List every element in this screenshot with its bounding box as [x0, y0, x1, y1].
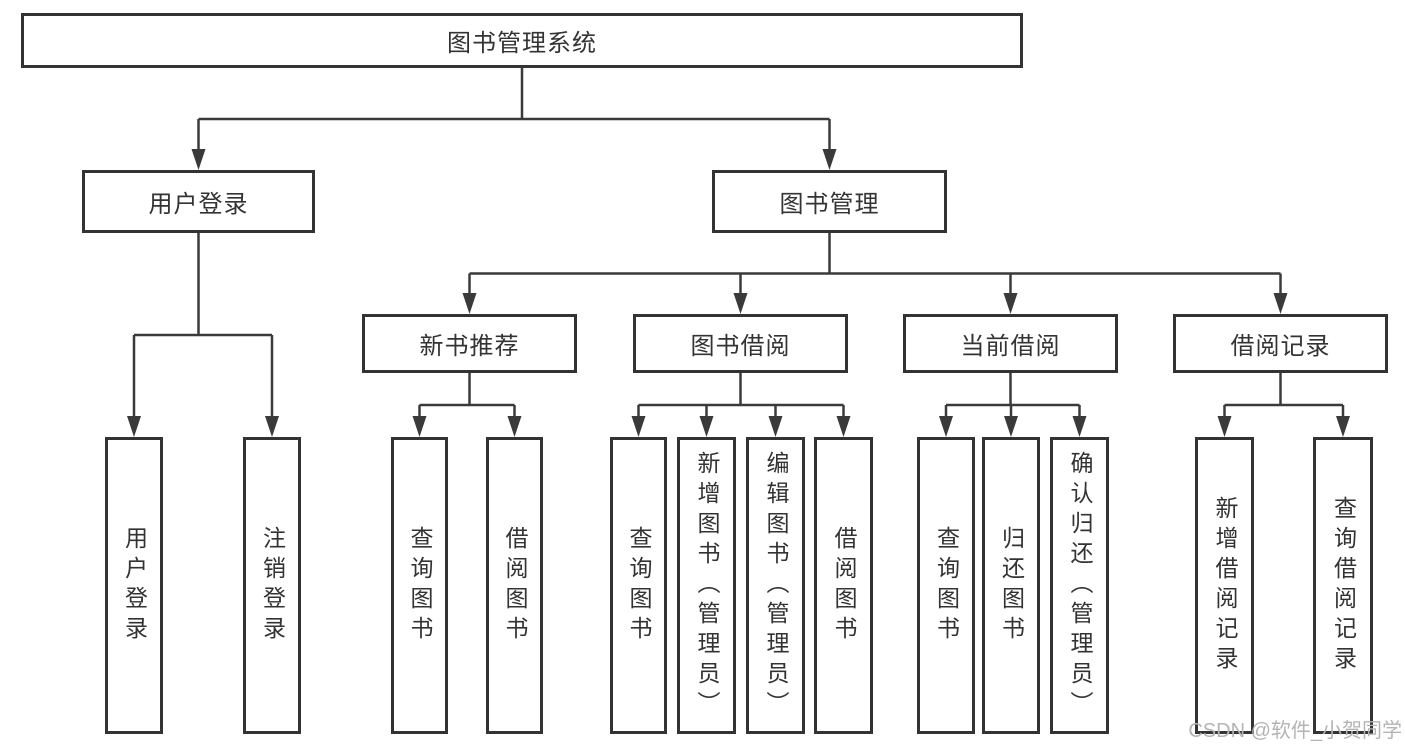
connector-current-borrow: [939, 373, 1087, 437]
arrowhead-icon: [412, 416, 427, 437]
node-label-leaf-cur-query: 查询图书: [933, 525, 960, 646]
node-label-borrow-records: 借阅记录: [1230, 333, 1331, 360]
arrowhead-icon: [768, 416, 783, 437]
arrowhead-icon: [1336, 416, 1350, 437]
arrowhead-icon: [1072, 416, 1087, 437]
diagram-node-book-borrow: 图书借阅: [633, 314, 848, 373]
arrowhead-icon: [1273, 293, 1288, 314]
node-label-leaf-rec-query: 查询图书: [407, 525, 433, 646]
diagram-node-leaf-logout: 注销登录: [243, 437, 301, 734]
connector-root: [191, 68, 837, 170]
connector-book-borrow: [631, 373, 851, 437]
diagram-node-leaf-rec-borrow: 借阅图书: [486, 437, 543, 734]
arrowhead-icon: [462, 293, 477, 314]
diagram-node-leaf-rec-query: 查询图书: [391, 437, 448, 734]
node-label-leaf-bor-add: 新增图书（管理员）: [694, 450, 720, 721]
node-label-leaf-rcd-add: 新增借阅记录: [1212, 495, 1238, 676]
node-label-user-login: 用户登录: [148, 191, 249, 218]
diagram-node-leaf-login: 用户登录: [105, 437, 163, 734]
connector-borrow-records: [1217, 373, 1350, 437]
node-label-leaf-bor-edit: 编辑图书（管理员）: [763, 450, 789, 721]
diagram-node-leaf-bor-query: 查询图书: [610, 437, 667, 734]
arrowhead-icon: [1003, 293, 1018, 314]
diagram-node-current-borrow: 当前借阅: [903, 314, 1118, 373]
diagram-node-leaf-cur-return: 归还图书: [982, 437, 1040, 734]
node-label-leaf-cur-return: 归还图书: [998, 525, 1025, 646]
watermark: CSDN @软件_小贺同学: [1188, 720, 1402, 742]
node-label-leaf-login: 用户登录: [121, 525, 148, 646]
node-label-current-borrow: 当前借阅: [960, 333, 1061, 360]
arrowhead-icon: [1004, 416, 1018, 437]
node-label-new-book-rec: 新书推荐: [419, 333, 520, 360]
diagram-node-leaf-bor-add: 新增图书（管理员）: [677, 437, 736, 734]
node-label-leaf-bor-borrow: 借阅图书: [831, 525, 857, 646]
diagram-node-book-mgmt: 图书管理: [712, 170, 947, 233]
arrowhead-icon: [127, 416, 141, 437]
diagram-node-leaf-bor-borrow: 借阅图书: [814, 437, 873, 734]
arrowhead-icon: [265, 416, 279, 437]
arrowhead-icon: [822, 149, 837, 170]
connector-book-mgmt: [462, 233, 1288, 314]
node-label-book-mgmt: 图书管理: [779, 191, 880, 218]
arrowhead-icon: [507, 416, 522, 437]
diagram-node-new-book-rec: 新书推荐: [362, 314, 577, 373]
node-label-leaf-rec-borrow: 借阅图书: [502, 525, 528, 646]
connector-user-login: [127, 233, 279, 437]
connector-new-book-rec: [412, 373, 522, 437]
arrowhead-icon: [1217, 416, 1232, 437]
node-label-leaf-rcd-query: 查询借阅记录: [1330, 495, 1357, 676]
arrowhead-icon: [836, 416, 851, 437]
node-label-leaf-bor-query: 查询图书: [626, 525, 652, 646]
arrowhead-icon: [699, 416, 714, 437]
diagram-node-root: 图书管理系统: [21, 13, 1023, 68]
arrowhead-icon: [733, 293, 748, 314]
node-label-leaf-cur-confirm: 确认归还（管理员）: [1067, 450, 1093, 721]
arrowhead-icon: [939, 416, 953, 437]
diagram-node-leaf-cur-query: 查询图书: [917, 437, 975, 734]
diagram-node-leaf-bor-edit: 编辑图书（管理员）: [746, 437, 805, 734]
diagram-node-user-login: 用户登录: [82, 170, 315, 233]
diagram-node-leaf-rcd-add: 新增借阅记录: [1195, 437, 1254, 734]
node-label-book-borrow: 图书借阅: [690, 333, 791, 360]
arrowhead-icon: [631, 416, 646, 437]
diagram-node-leaf-cur-confirm: 确认归还（管理员）: [1050, 437, 1109, 734]
diagram-node-leaf-rcd-query: 查询借阅记录: [1313, 437, 1373, 734]
node-label-leaf-logout: 注销登录: [259, 525, 286, 646]
node-label-root: 图书管理系统: [447, 30, 597, 57]
arrowhead-icon: [191, 149, 206, 170]
diagram-node-borrow-records: 借阅记录: [1173, 314, 1388, 373]
